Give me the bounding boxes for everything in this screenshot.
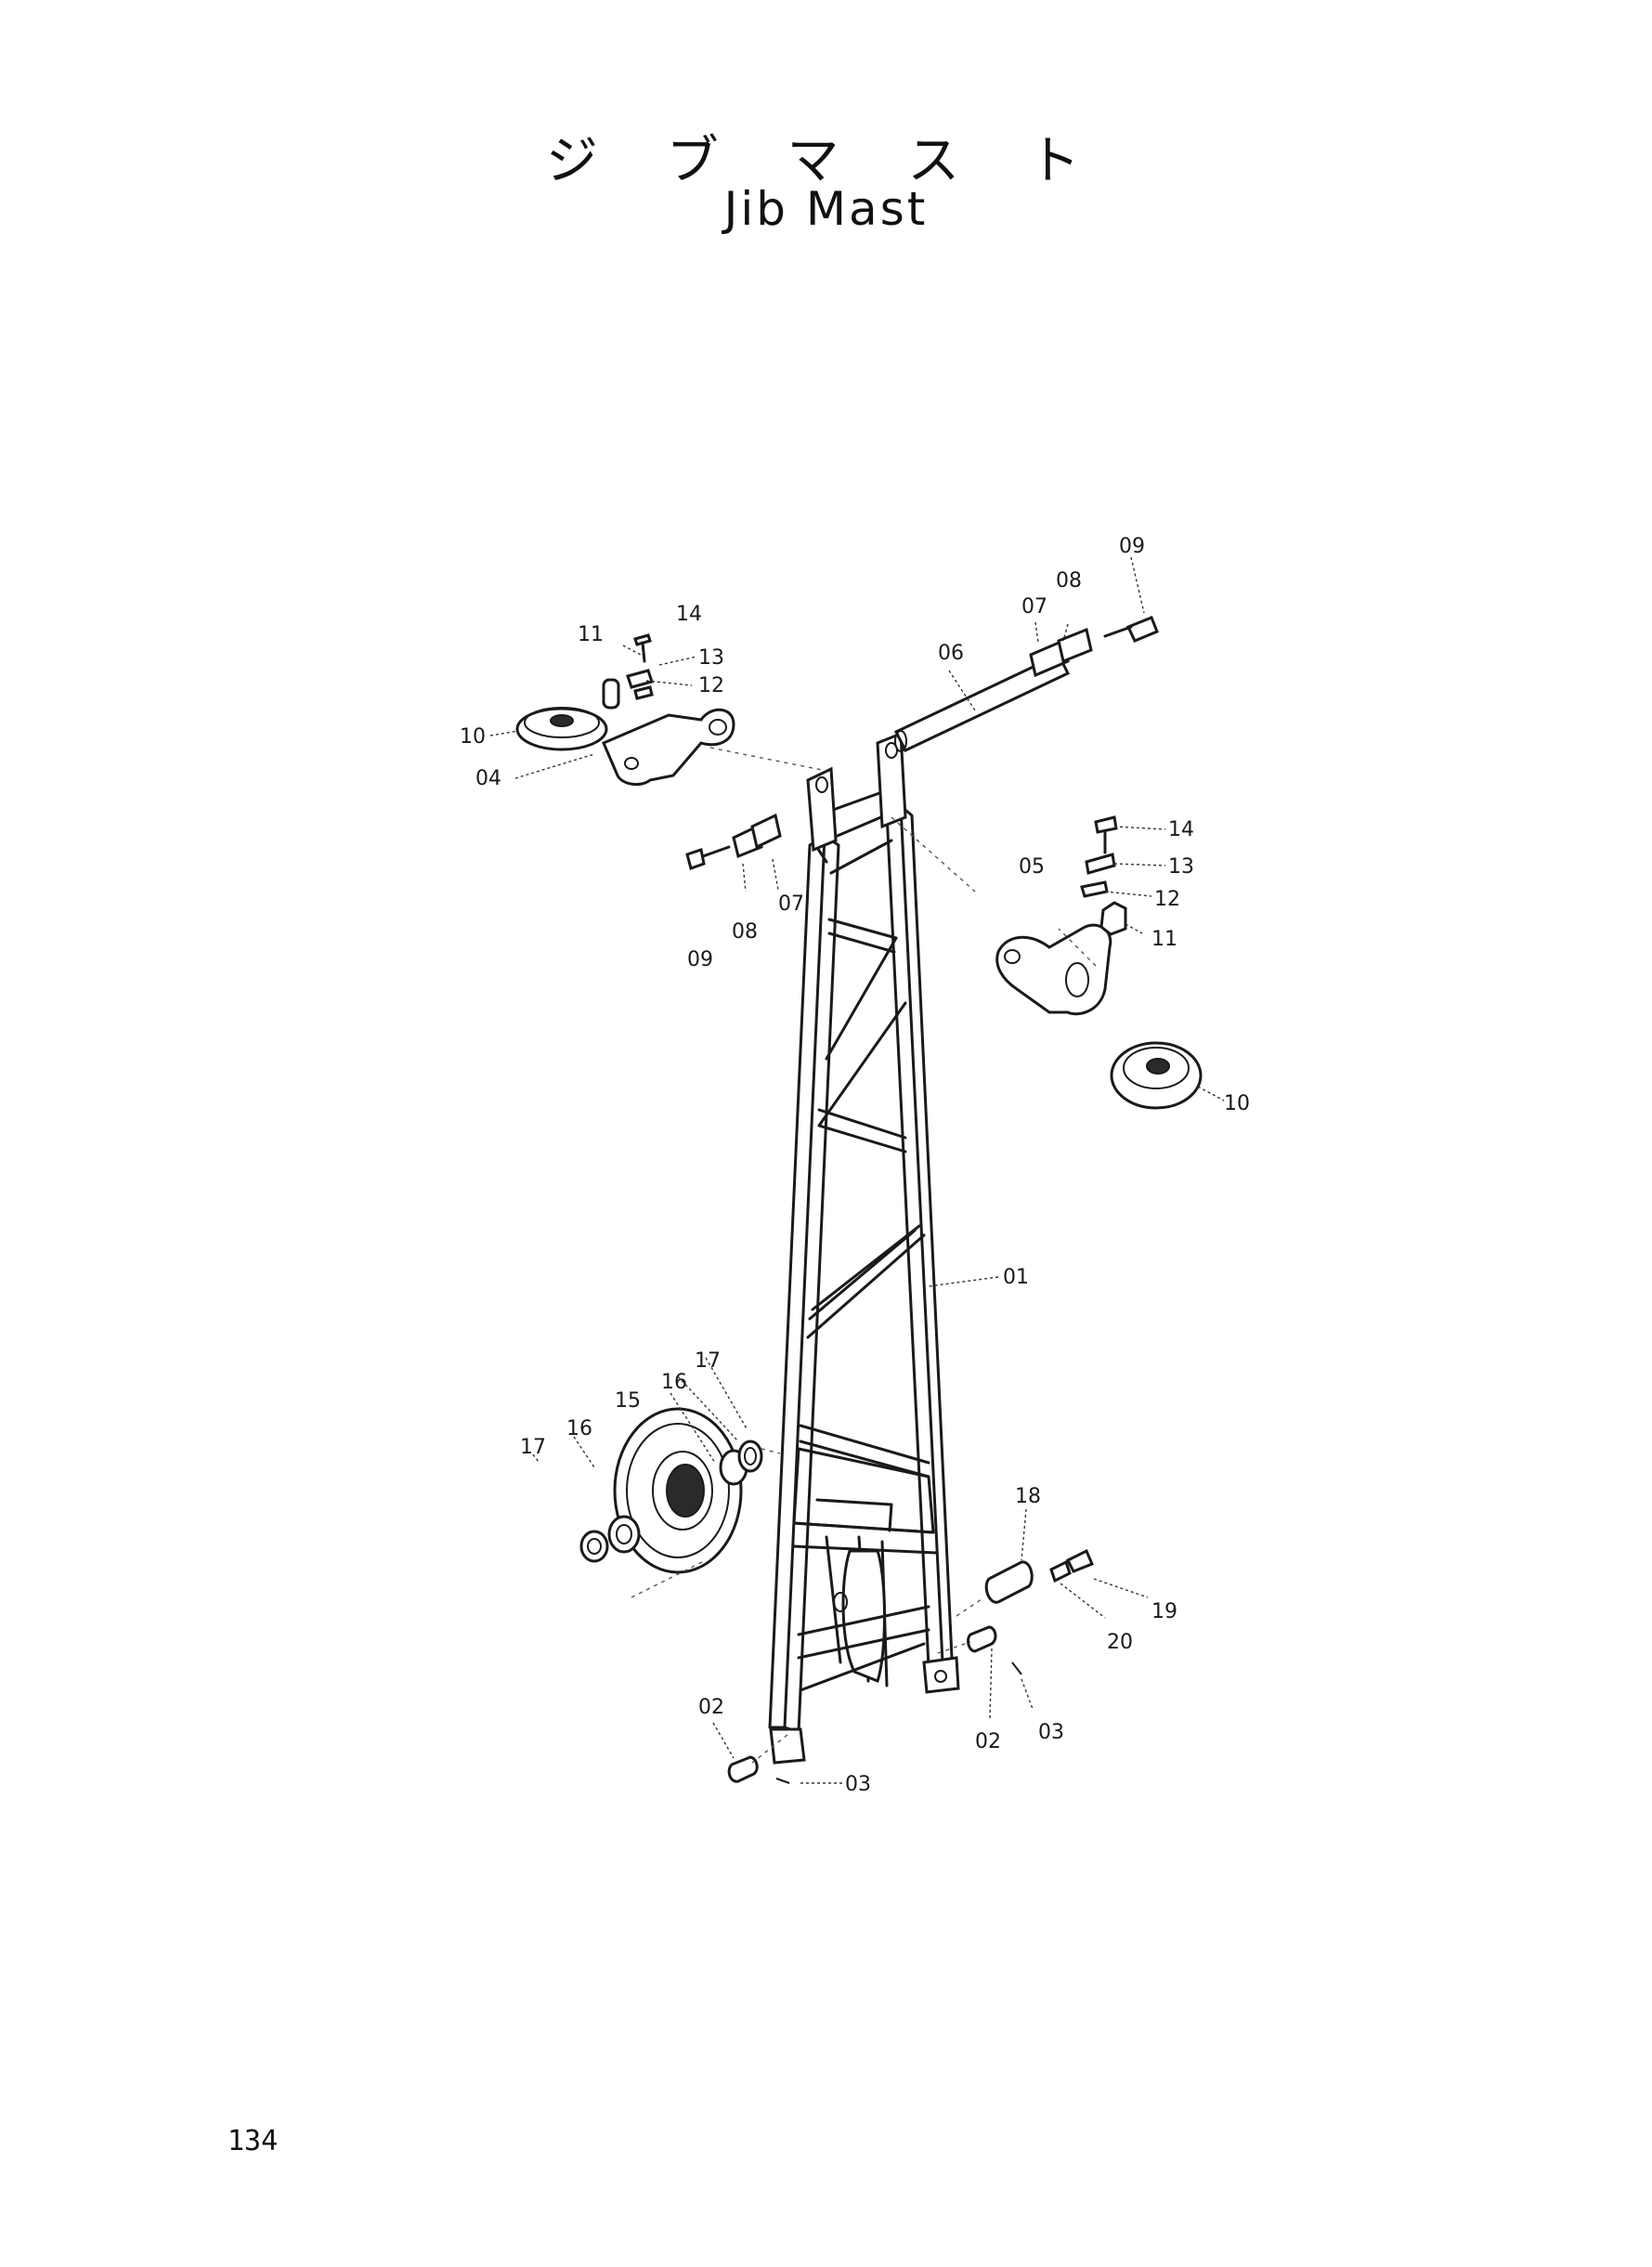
callout-10-left: 10 <box>460 725 486 749</box>
bolt-09-left <box>685 848 706 870</box>
pin-11-left <box>602 678 620 710</box>
callout-14-right: 14 <box>1168 818 1194 841</box>
bracket-05 <box>995 923 1112 1016</box>
callout-labels: 01 02 02 03 03 04 05 06 07 07 08 08 09 0… <box>460 535 1250 1796</box>
lower-sheave-assembly <box>579 1407 763 1574</box>
callout-17-upper: 17 <box>695 1349 721 1373</box>
top-pin-assembly <box>893 616 1159 752</box>
callout-12-right: 12 <box>1154 888 1180 911</box>
plate-07-left <box>750 813 782 850</box>
callout-03-left: 03 <box>845 1773 871 1796</box>
callout-02-right: 02 <box>975 1730 1001 1753</box>
callout-02-left: 02 <box>698 1696 724 1719</box>
bearing-16-lower <box>607 1515 641 1554</box>
washer-12-left <box>633 685 654 700</box>
jib-mast-frame <box>768 731 960 1765</box>
callout-10-right: 10 <box>1224 1092 1250 1115</box>
callout-01: 01 <box>1003 1266 1029 1289</box>
left-pin-plates <box>685 813 782 870</box>
callout-16-lower: 16 <box>566 1417 592 1440</box>
bracket-04 <box>602 708 735 787</box>
callout-07-left: 07 <box>778 892 804 916</box>
callout-15: 15 <box>615 1389 641 1413</box>
callout-18: 18 <box>1015 1485 1041 1508</box>
callout-09-left: 09 <box>687 948 713 971</box>
callout-08-top: 08 <box>1056 569 1082 593</box>
pin-02-right <box>967 1625 997 1653</box>
callout-13-right: 13 <box>1168 855 1194 879</box>
callout-19: 19 <box>1151 1600 1177 1623</box>
callout-11-right: 11 <box>1151 928 1177 951</box>
bolt-14-left-head <box>633 633 652 646</box>
sheave-10-right <box>1110 1041 1203 1110</box>
callout-04: 04 <box>475 767 501 790</box>
callout-05: 05 <box>1019 855 1045 879</box>
plate-07-top <box>1029 638 1070 678</box>
callout-leaders <box>489 556 1225 1784</box>
callout-07-top: 07 <box>1021 595 1047 619</box>
callout-06: 06 <box>938 642 964 665</box>
top-lug-left <box>806 766 838 853</box>
bolt-14-right-head <box>1094 815 1118 834</box>
right-sheave-assembly <box>995 815 1203 1110</box>
pin-02-left <box>727 1755 759 1783</box>
callout-20: 20 <box>1107 1631 1133 1654</box>
callout-03-right: 03 <box>1038 1721 1064 1744</box>
top-lug-right <box>876 731 907 829</box>
spacer-17-upper <box>737 1440 763 1473</box>
pin-06 <box>893 653 1071 752</box>
plate-13-left <box>626 669 654 689</box>
bolt-09-top <box>1125 616 1159 643</box>
plate-08-top <box>1057 627 1093 664</box>
callout-13-left: 13 <box>698 646 724 670</box>
left-sheave-assembly <box>515 633 735 787</box>
base-hardware <box>727 1548 1094 1784</box>
nut-20 <box>1049 1559 1072 1583</box>
callout-11-left: 11 <box>578 623 604 646</box>
callout-08-left: 08 <box>732 920 758 944</box>
pin-11-right <box>1099 901 1127 936</box>
callout-16-upper: 16 <box>661 1371 687 1394</box>
plate-13-right <box>1085 853 1116 875</box>
bolt-19 <box>1065 1548 1094 1573</box>
base-foot-right <box>922 1656 960 1694</box>
callout-14-left: 14 <box>676 603 702 626</box>
callout-17-lower: 17 <box>520 1436 546 1459</box>
callout-12-left: 12 <box>698 674 724 697</box>
title-japanese: ジ ブ マ ス ト <box>545 131 1107 191</box>
page-number: 134 <box>228 2125 279 2157</box>
assembly-guide-lines <box>631 747 1097 1764</box>
callout-09-top: 09 <box>1119 535 1145 558</box>
washer-12-right <box>1080 880 1109 898</box>
pin-18 <box>984 1560 1034 1604</box>
spacer-17-lower <box>579 1530 609 1563</box>
title-english: Jib Mast <box>723 182 929 236</box>
base-foot-left <box>769 1727 806 1765</box>
